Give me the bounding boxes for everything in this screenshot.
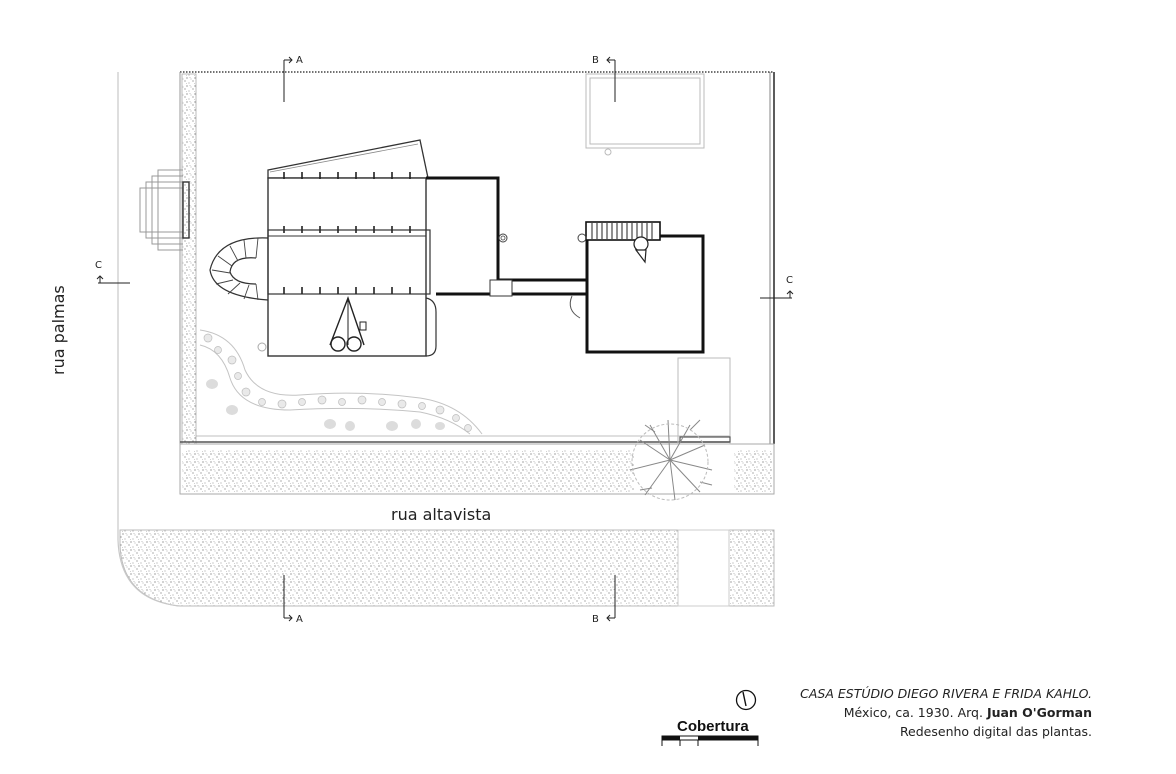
- connecting-bridge: [426, 176, 595, 319]
- sidewalk-gravel: [180, 435, 772, 492]
- frida-house: [577, 221, 705, 354]
- section-label-a-bottom: A: [296, 614, 303, 625]
- credits-line-2: México, ca. 1930. Arq. Juan O'Gorman: [800, 703, 1092, 722]
- gate: [679, 436, 731, 443]
- scale-title: Cobertura: [677, 718, 749, 735]
- section-label-c-left: C: [95, 260, 102, 271]
- street-paving: [117, 72, 775, 607]
- diego-studio: [257, 139, 437, 357]
- section-label-b-bottom: B: [592, 614, 599, 625]
- garage-outline: [585, 73, 705, 156]
- entrance-steps: [139, 169, 190, 251]
- section-label-a-top: A: [296, 55, 303, 66]
- garden-strip-left: [181, 73, 197, 445]
- street-label-palmas: rua palmas: [49, 285, 68, 375]
- street-label-altavista: rua altavista: [391, 505, 491, 524]
- pebble-path: [199, 329, 483, 435]
- credits-title: CASA ESTÚDIO DIEGO RIVERA E FRIDA KAHLO.: [800, 686, 1092, 701]
- tree-icon: [629, 419, 713, 501]
- lot-boundary: [179, 71, 775, 495]
- section-label-b-top: B: [592, 55, 599, 66]
- credits-line-3: Redesenho digital das plantas.: [899, 724, 1092, 739]
- section-label-c-right: C: [786, 275, 793, 286]
- service-structure: [677, 357, 731, 445]
- credits-architect: Juan O'Gorman: [986, 705, 1092, 720]
- credits-date-prefix: México, ca. 1930. Arq.: [843, 705, 983, 720]
- drawing-credits: CASA ESTÚDIO DIEGO RIVERA E FRIDA KAHLO.…: [800, 684, 1092, 741]
- north-arrow-icon: [735, 689, 757, 711]
- section-markers: [96, 56, 794, 622]
- spiral-staircase: [209, 237, 269, 301]
- scale-bar: [661, 735, 759, 746]
